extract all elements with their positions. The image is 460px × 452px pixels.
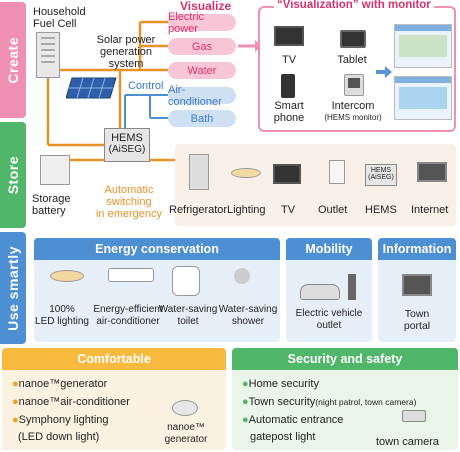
tablet-label: Tablet xyxy=(337,54,367,66)
toilet-icon xyxy=(172,266,200,296)
security-item-4: gatepost light xyxy=(250,431,316,443)
comfortable-title: Comfortable xyxy=(2,348,226,370)
comfortable-item-1: ●nanoe™generator xyxy=(12,378,108,390)
security-item-3: ●Automatic entrance xyxy=(242,414,344,426)
comfortable-panel: Comfortable ●nanoe™generator ●nanoe™air-… xyxy=(2,348,226,450)
energy-item-led: 100%LED lighting xyxy=(35,304,89,327)
energy-panel: Energy conservation 100%LED lighting Ene… xyxy=(34,238,280,342)
appliance-label-refrigerator: Refrigerator xyxy=(169,204,228,216)
pill-electric-power: Electric power xyxy=(168,11,236,35)
intercom-icon xyxy=(344,74,364,96)
pill-water: Water xyxy=(168,62,236,79)
appliances-panel: HEMS(AiSEG) Refrigerator Lighting TV Out… xyxy=(169,144,456,226)
refrigerator-icon xyxy=(189,154,209,190)
security-panel: Security and safety ●Home security ●Town… xyxy=(232,348,458,450)
shower-icon xyxy=(234,268,250,284)
nanoe-generator-icon xyxy=(172,400,198,416)
appliance-label-tv: TV xyxy=(281,204,296,216)
monitor-screen-top xyxy=(394,24,452,68)
monitor-box: “Visualization” with monitor TV Tablet S… xyxy=(258,0,456,132)
use-tab-label: Use smartly xyxy=(5,245,21,331)
create-tab: Create xyxy=(0,2,26,118)
solar-panel-icon xyxy=(66,77,117,99)
ev-outlet-icon xyxy=(348,274,356,300)
hems-label: HEMS xyxy=(111,132,143,144)
control-label: Control xyxy=(128,80,164,92)
lighting-icon xyxy=(231,168,261,178)
pill-gas: Gas xyxy=(168,38,236,55)
pill-bath: Bath xyxy=(168,110,236,127)
town-portal-icon xyxy=(402,274,432,296)
appliance-label-hems: HEMS xyxy=(365,204,397,216)
hems-box: HEMS (AiSEG) xyxy=(104,128,150,162)
appliance-label-internet: Internet xyxy=(411,204,449,216)
visualize-title: Visualize xyxy=(180,0,232,13)
monitor-screen-bottom xyxy=(394,76,452,120)
pill-air-conditioner: Air-conditioner xyxy=(168,84,236,108)
store-tab: Store xyxy=(0,122,26,228)
led-lighting-icon xyxy=(50,270,84,282)
hems-sub-label: (AiSEG) xyxy=(108,144,146,155)
outlet-icon xyxy=(329,160,345,184)
storage-battery-icon xyxy=(40,155,70,185)
arrow-right-icon xyxy=(376,66,392,78)
appliance-tv-icon xyxy=(273,164,301,184)
comfortable-item-2: ●nanoe™air-conditioner xyxy=(12,396,130,408)
appliance-label-lighting: Lighting xyxy=(227,204,266,216)
security-item-2: ●Town security(night patrol, town camera… xyxy=(242,396,417,408)
use-tab: Use smartly xyxy=(0,232,26,344)
fuel-cell-icon xyxy=(36,32,60,78)
information-title: Information xyxy=(378,238,456,260)
smartphone-icon xyxy=(281,74,295,98)
intercom-label: Intercom (HEMS monitor) xyxy=(324,100,382,122)
security-title: Security and safety xyxy=(232,348,458,370)
electric-vehicle-icon xyxy=(300,284,340,300)
tv-label: TV xyxy=(281,54,297,66)
internet-icon xyxy=(417,162,447,182)
appliance-hems-icon: HEMS(AiSEG) xyxy=(365,164,397,186)
monitor-title: “Visualization” with monitor xyxy=(274,0,434,11)
town-camera-label: town camera xyxy=(376,436,439,448)
air-conditioner-icon xyxy=(108,268,154,282)
comfortable-item-4: (LED down light) xyxy=(18,431,100,443)
security-item-1: ●Home security xyxy=(242,378,319,390)
energy-title: Energy conservation xyxy=(34,238,280,260)
tablet-icon xyxy=(340,30,366,48)
appliance-label-outlet: Outlet xyxy=(318,204,348,216)
tv-icon xyxy=(274,26,304,46)
comfortable-item-3: ●Symphony lighting xyxy=(12,414,109,426)
mobility-title: Mobility xyxy=(286,238,372,260)
town-camera-icon xyxy=(402,410,426,422)
